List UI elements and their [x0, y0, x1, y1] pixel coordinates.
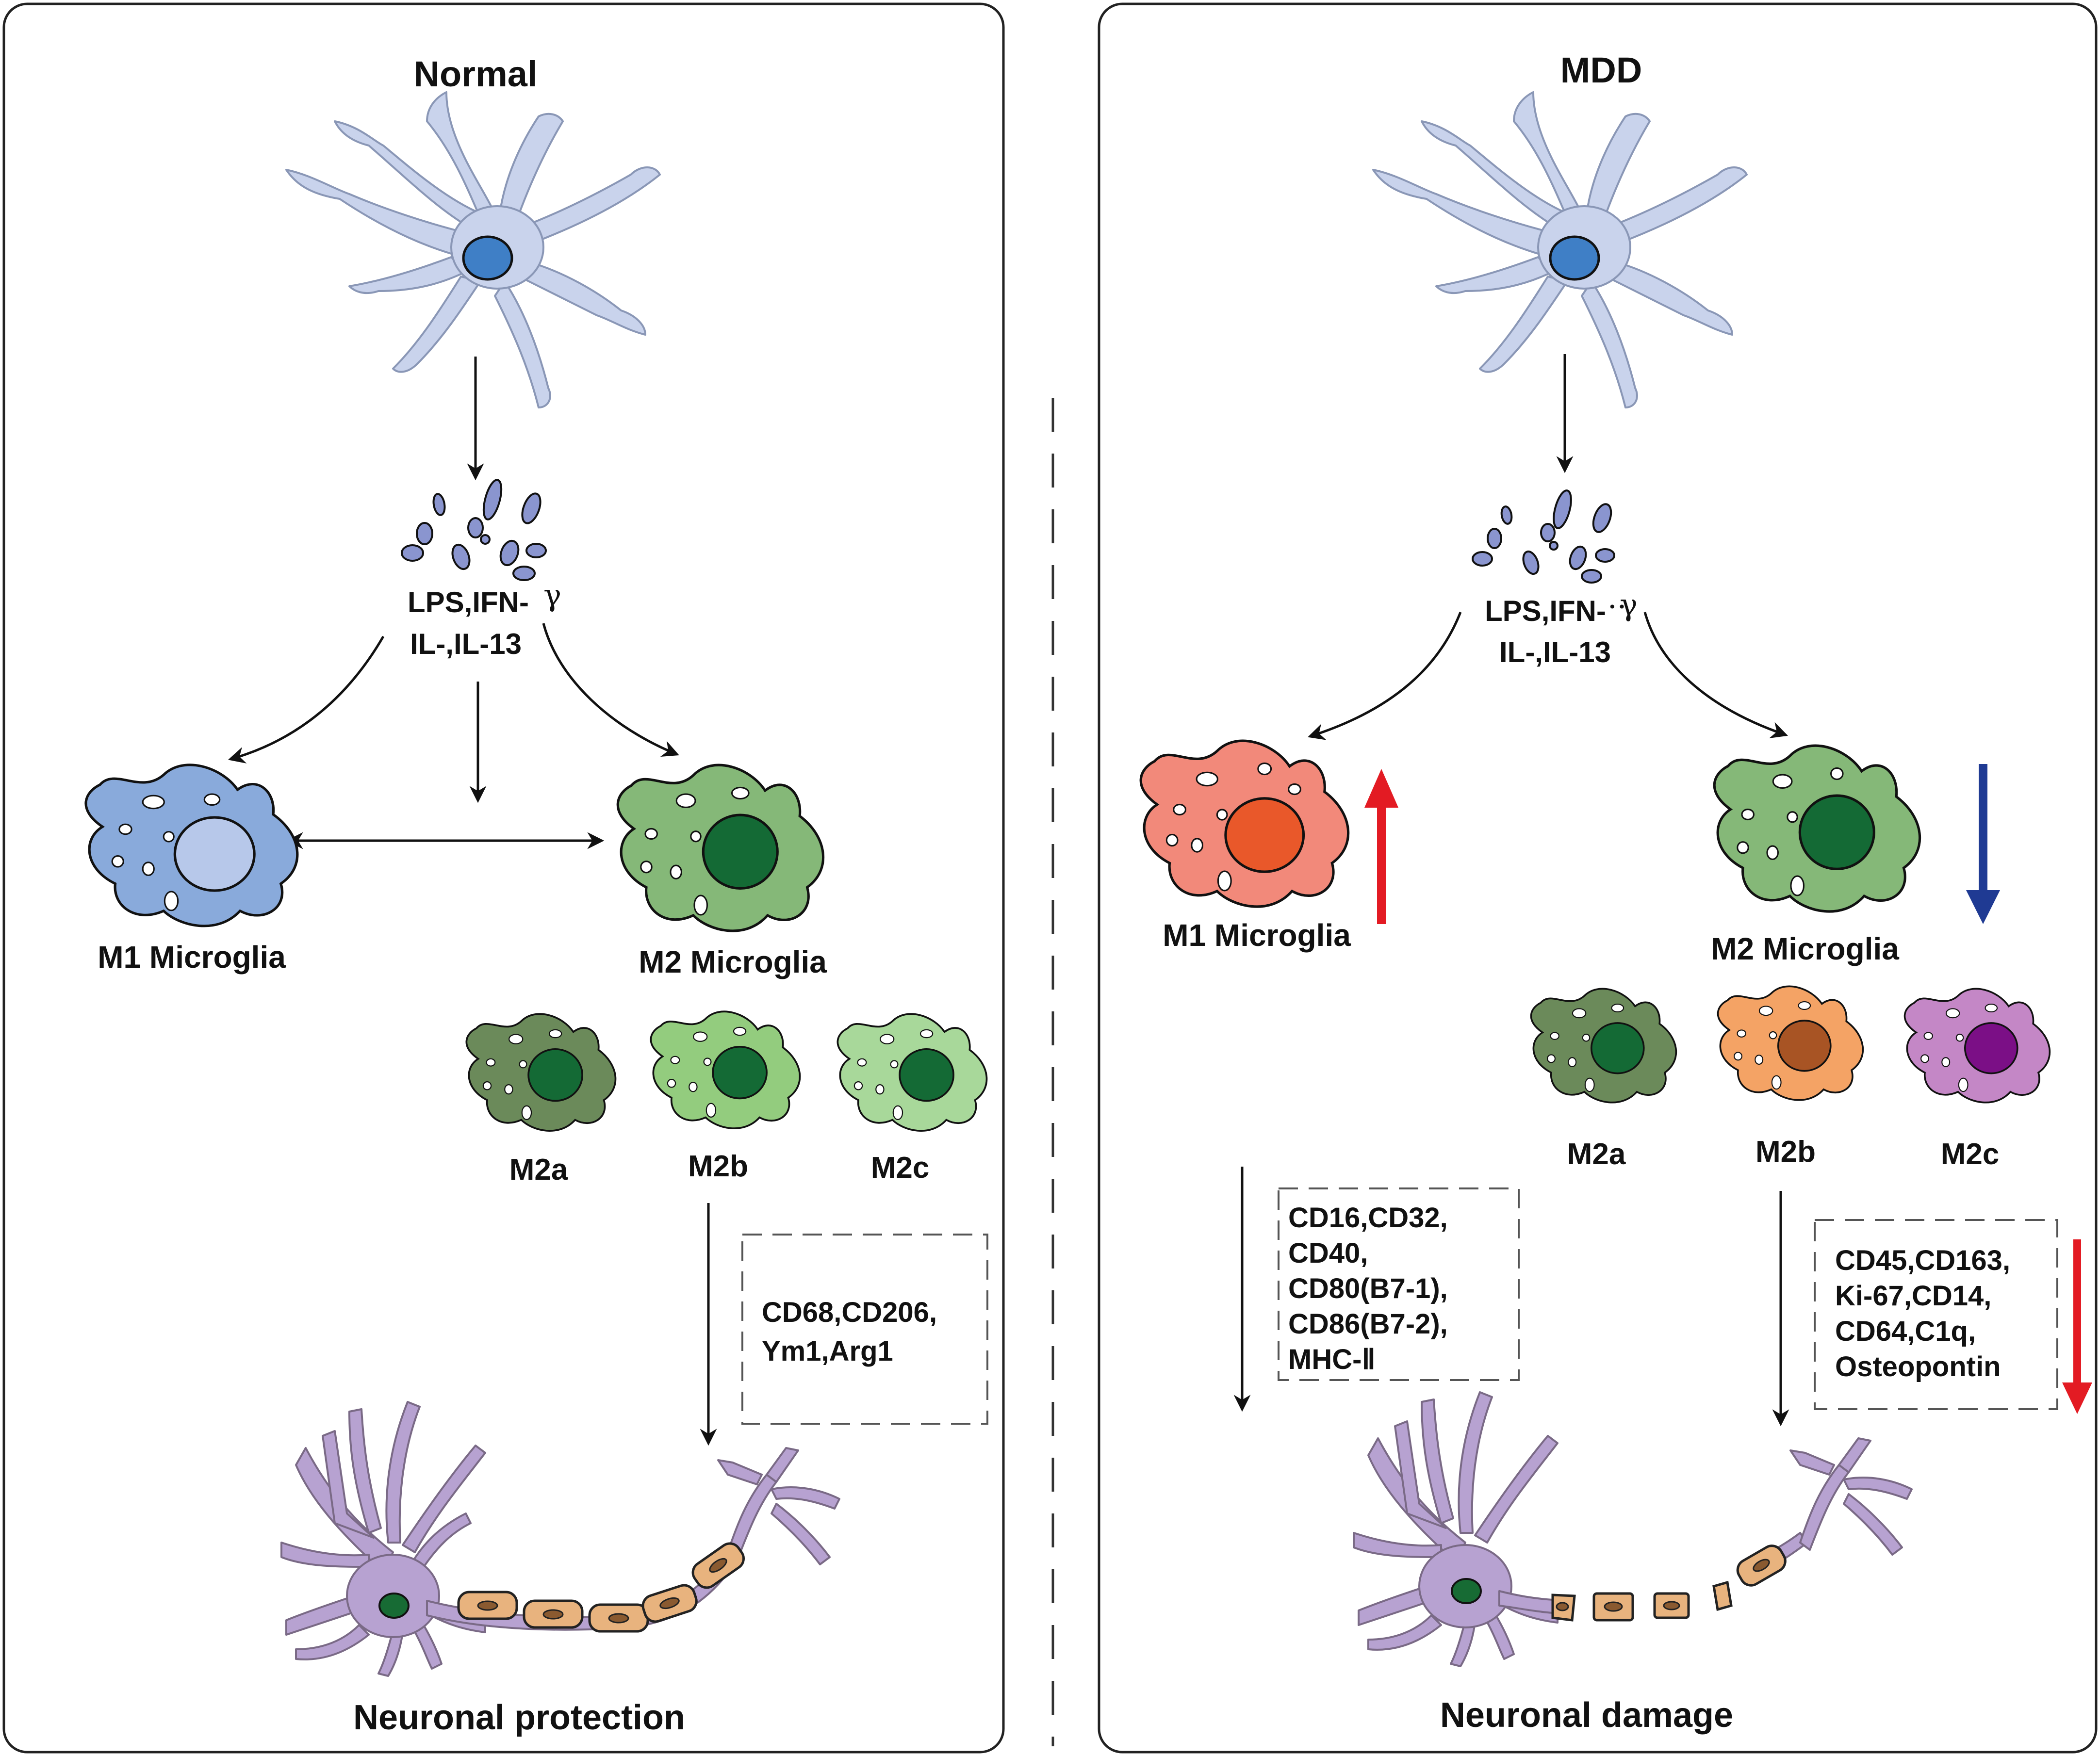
m2-markers-line3: CD64,C1q,: [1835, 1316, 1976, 1347]
m1-markers-line2: CD40,: [1288, 1237, 1368, 1269]
m2b-cell-mdd: [1717, 985, 1864, 1101]
m2c-cell-normal: [837, 1013, 988, 1132]
m2a-label-normal: M2a: [509, 1153, 568, 1187]
m2-microglia-normal: [618, 765, 823, 931]
astrocyte-normal: [285, 91, 661, 408]
stimuli-line1-normal: LPS,IFN-: [408, 586, 529, 618]
stimuli-line1-mdd: LPS,IFN-: [1485, 595, 1606, 627]
m2-microglia-mdd: [1714, 746, 1920, 911]
m1-markers-line3: CD80(B7-1),: [1288, 1273, 1448, 1304]
arrow-up-m1-increase: [1364, 769, 1398, 924]
outcome-mdd: Neuronal damage: [1440, 1696, 1733, 1735]
m2a-label-mdd: M2a: [1567, 1138, 1626, 1171]
m2-markers-line1: CD45,CD163,: [1835, 1245, 2010, 1276]
astrocyte-mdd: [1372, 91, 1748, 408]
m2a-cell-normal: [465, 1013, 617, 1132]
m2c-label-normal: M2c: [871, 1151, 930, 1185]
arrow-down-m2-decrease: [1966, 764, 2000, 924]
m2c-cell-mdd: [1903, 988, 2051, 1104]
normal-panel-frame: [2, 2, 1005, 1754]
m1-microglia-normal: [86, 765, 297, 926]
markers-box-normal: [741, 1234, 988, 1425]
m2a-cell-mdd: [1530, 988, 1677, 1104]
m2b-label-mdd: M2b: [1755, 1135, 1816, 1169]
normal-title: Normal: [414, 54, 538, 94]
m2b-cell-normal: [650, 1010, 801, 1129]
arrow-stimuli-to-m2-normal: [542, 623, 679, 757]
arrow-down-m2-markers: [2062, 1239, 2092, 1414]
markers-line2-normal: Ym1,Arg1: [762, 1335, 893, 1367]
stimuli-line2-mdd: IL-,IL-13: [1499, 636, 1611, 668]
arrow-stimuli-to-m2-mdd: [1643, 612, 1788, 738]
m2-markers-box-mdd: [1814, 1219, 2058, 1410]
m1-microglia-mdd: [1141, 741, 1348, 907]
arrow-stimuli-to-m1-normal: [228, 635, 385, 764]
m2-markers-line2: Ki-67,CD14,: [1835, 1280, 1991, 1312]
gamma-symbol-normal: γ: [543, 577, 561, 613]
m2-label-mdd: M2 Microglia: [1711, 931, 1899, 966]
m1-markers-line1: CD16,CD32,: [1288, 1202, 1448, 1234]
markers-line1-normal: CD68,CD206,: [762, 1297, 937, 1328]
m1-markers-line4: CD86(B7-2),: [1288, 1308, 1448, 1340]
neuron-mdd-damaged: [1353, 1391, 1913, 1667]
m2-markers-line4: Osteopontin: [1835, 1351, 2001, 1382]
m2b-label-normal: M2b: [688, 1150, 748, 1183]
m1-markers-line5: MHC-Ⅱ: [1288, 1344, 1376, 1375]
gamma-dots-mdd: ··: [1608, 589, 1626, 624]
m2c-label-mdd: M2c: [1941, 1138, 2000, 1171]
m1-markers-box-mdd: [1278, 1187, 1520, 1381]
m2-label-normal: M2 Microglia: [639, 944, 827, 979]
mdd-panel-frame: [1098, 2, 2098, 1754]
mdd-title: MDD: [1560, 50, 1642, 90]
neuron-normal: [280, 1401, 840, 1677]
m1-label-mdd: M1 Microglia: [1163, 918, 1351, 953]
stimulus-particles-mdd: [1472, 489, 1615, 584]
outcome-normal: Neuronal protection: [353, 1698, 685, 1737]
stimuli-line2-normal: IL-,IL-13: [410, 628, 522, 660]
stimulus-particles-normal: [401, 479, 547, 581]
m1-label-normal: M1 Microglia: [98, 940, 286, 975]
gamma-symbol-mdd: γ: [1620, 587, 1638, 622]
arrow-stimuli-to-m1-mdd: [1308, 612, 1462, 740]
